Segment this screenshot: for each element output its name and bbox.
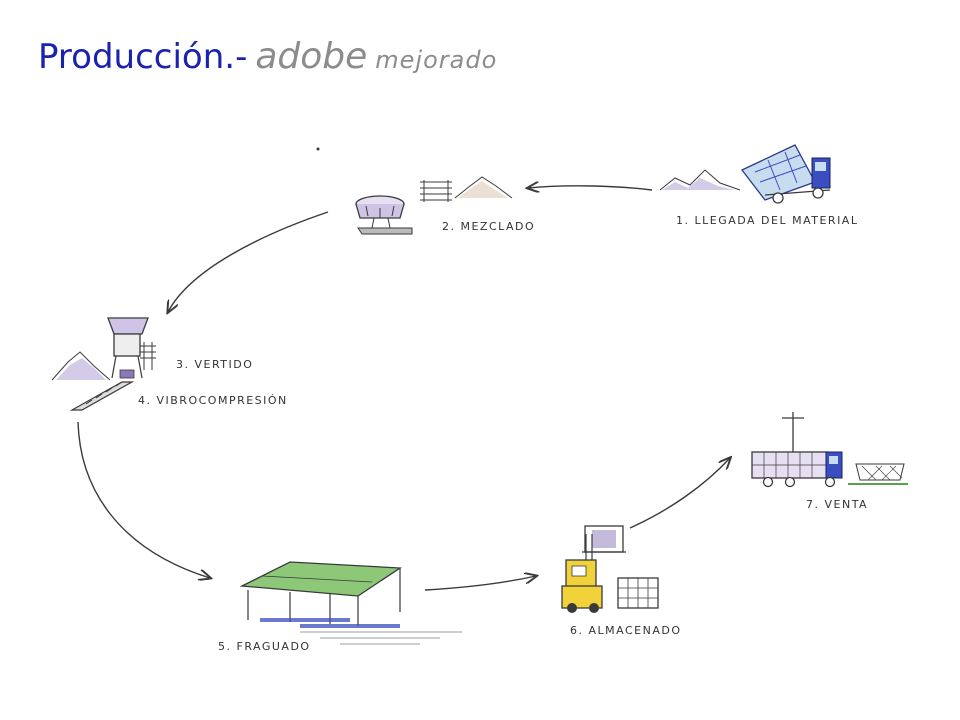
- step-2-label: 2. MEZCLADO: [442, 220, 535, 233]
- arrow-2-to-3: [168, 211, 329, 312]
- sketch-dot: [316, 147, 320, 151]
- step-6-label: 6. ALMACENADO: [570, 624, 681, 637]
- title-separator: .-: [224, 37, 248, 77]
- delivery-truck-icon: [751, 412, 908, 488]
- step-5-label: 5. FRAGUADO: [218, 640, 311, 653]
- title-italic-word: adobe: [255, 36, 368, 77]
- shed-icon: [239, 561, 462, 645]
- step-1-label: 1. LLEGADA DEL MATERIAL: [676, 214, 858, 227]
- title-small-word: mejorado: [375, 46, 498, 74]
- forklift-icon: [561, 525, 659, 613]
- dump-truck-icon: [659, 144, 831, 204]
- arrow-5-to-6: [424, 576, 536, 591]
- title-main: Producción: [38, 37, 225, 77]
- step-3-label: 3. VERTIDO: [176, 358, 253, 371]
- arrow-6-to-7: [629, 458, 730, 529]
- conveyor-icon: [69, 381, 135, 411]
- arrow-4-to-5: [77, 421, 210, 578]
- mixer-icon: [355, 176, 513, 235]
- step-7-label: 7. VENTA: [806, 498, 868, 511]
- step-4-label: 4. VIBROCOMPRESIÓN: [138, 394, 288, 407]
- arrow-1-to-2: [528, 186, 653, 190]
- hopper-icon: [51, 317, 156, 381]
